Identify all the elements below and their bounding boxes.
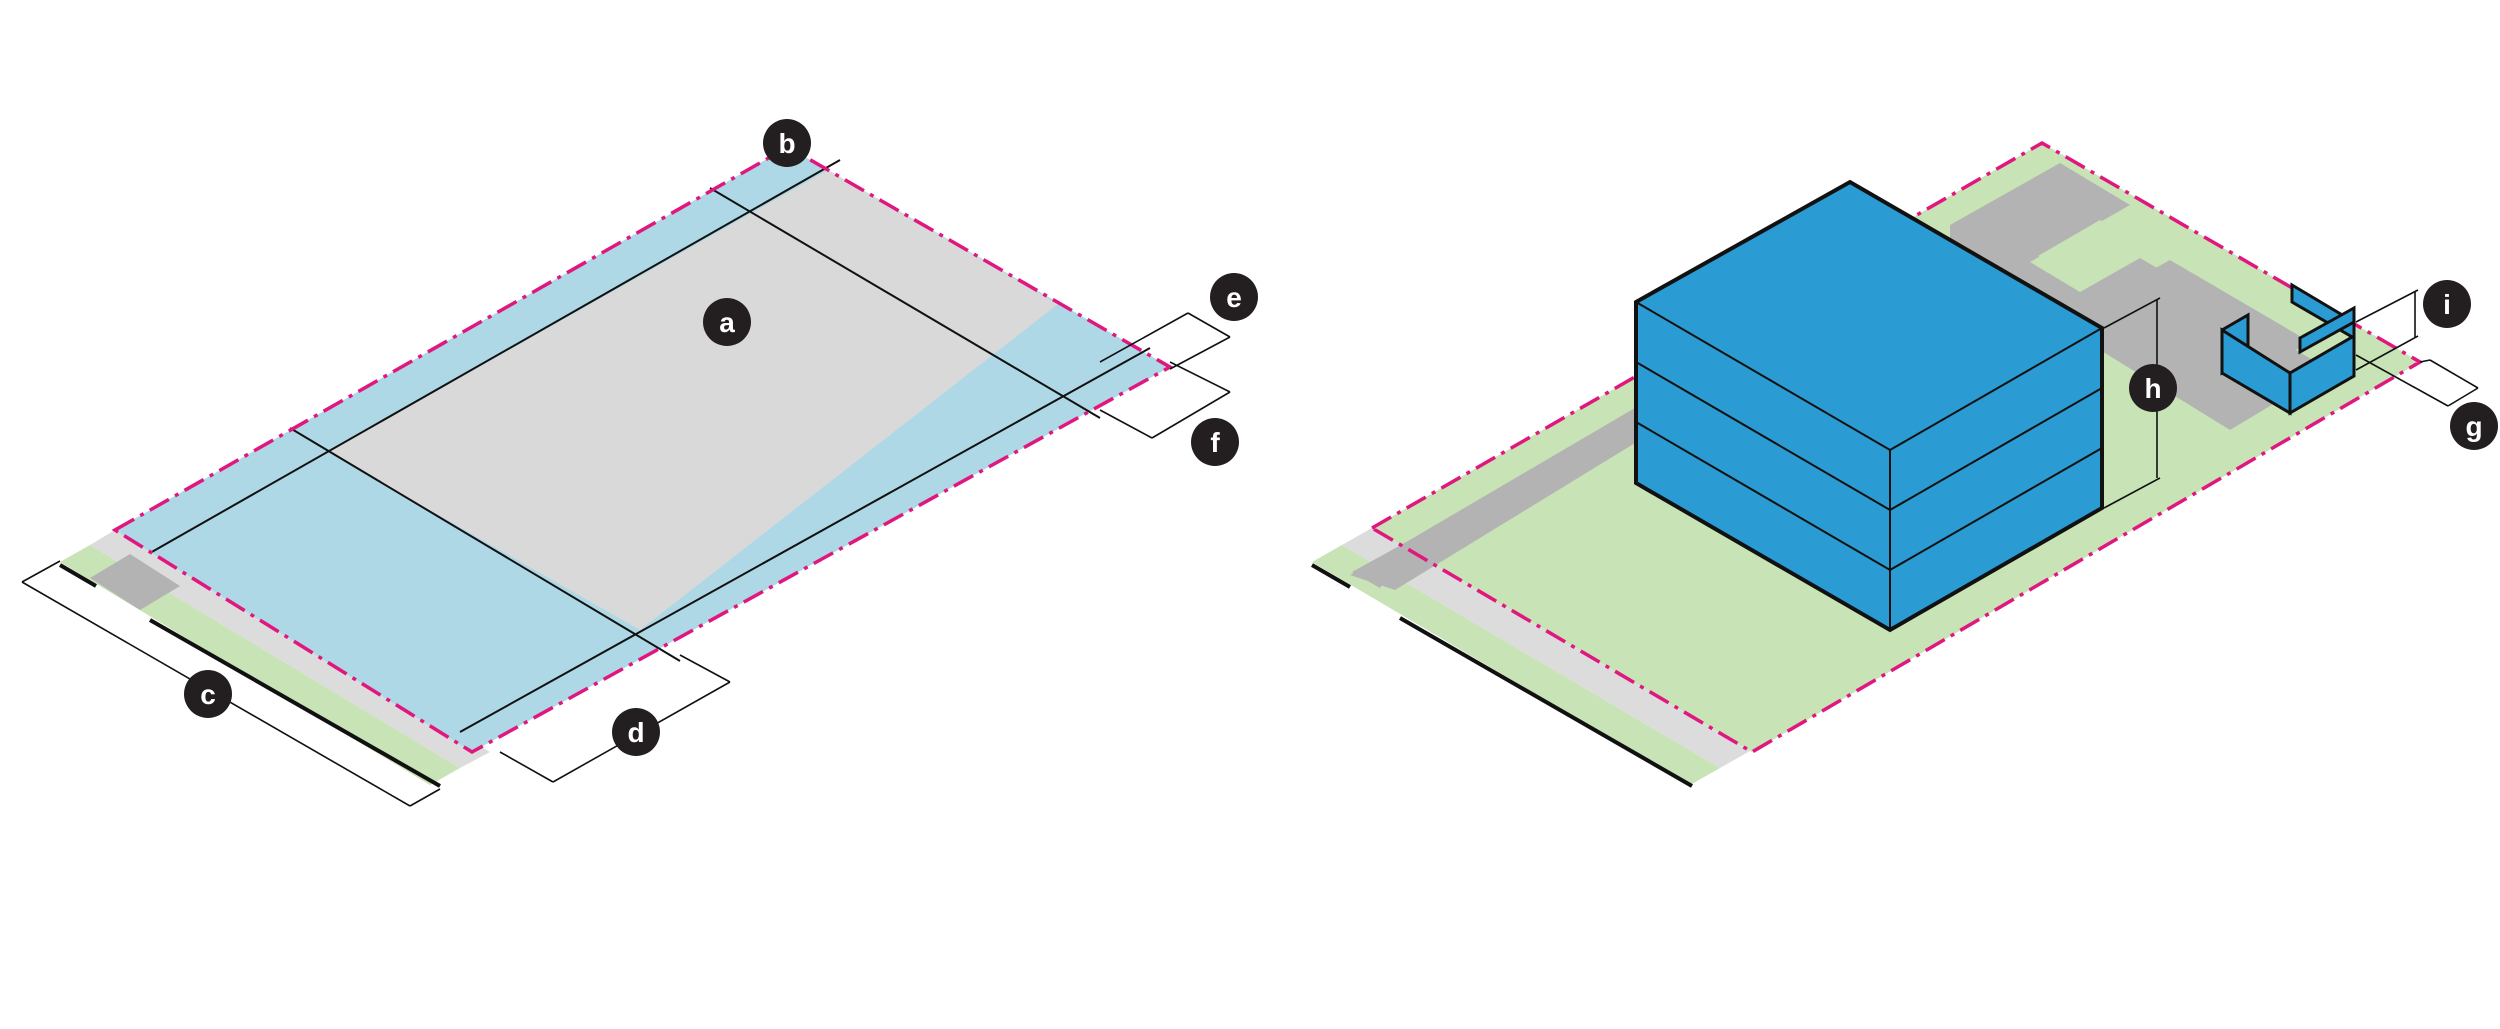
curb-line-short	[58, 563, 98, 588]
label-a: a	[703, 298, 751, 346]
side-setback-line-2	[459, 347, 1151, 733]
dimension-i	[2355, 289, 2419, 371]
side-setback-line	[149, 159, 841, 554]
curb-line-right-short	[1310, 563, 1352, 589]
label-d: d	[612, 708, 660, 756]
svg-text:i: i	[2443, 289, 2451, 320]
curb-line	[149, 618, 441, 788]
driveway-apron	[90, 554, 180, 610]
svg-text:a: a	[719, 307, 735, 338]
accessory-structure	[2220, 282, 2356, 416]
parkway-strip	[60, 545, 460, 785]
svg-text:f: f	[1210, 427, 1220, 458]
label-f: f	[1191, 418, 1239, 466]
right-lot-diagram: h i g	[1310, 140, 2498, 788]
parkway-strip-right	[1312, 545, 1720, 785]
svg-text:d: d	[627, 717, 644, 748]
sidewalk-strip-right	[1342, 528, 1750, 768]
label-b: b	[763, 119, 811, 167]
svg-text:b: b	[778, 128, 795, 159]
svg-text:h: h	[2144, 373, 2161, 404]
label-h: h	[2129, 364, 2177, 412]
label-i: i	[2423, 280, 2471, 328]
left-lot-diagram: a b c d e f	[21, 119, 1258, 807]
rear-green-patch	[2038, 220, 2140, 278]
rear-setback-line	[709, 187, 1101, 419]
main-building	[1634, 179, 2104, 633]
dimension-f	[1099, 361, 1231, 439]
front-setback-line	[289, 427, 681, 662]
svg-text:c: c	[200, 679, 216, 710]
driveway-band	[1350, 405, 1640, 590]
label-e: e	[1210, 273, 1258, 321]
label-g: g	[2450, 402, 2498, 450]
dimension-g	[2355, 354, 2479, 407]
dimension-e	[1099, 312, 1231, 370]
svg-text:e: e	[1226, 282, 1242, 313]
svg-text:g: g	[2465, 411, 2482, 442]
curb-line-right	[1399, 616, 1693, 788]
sidewalk-strip	[90, 530, 490, 768]
lot-line	[111, 144, 1174, 755]
label-c: c	[184, 670, 232, 718]
